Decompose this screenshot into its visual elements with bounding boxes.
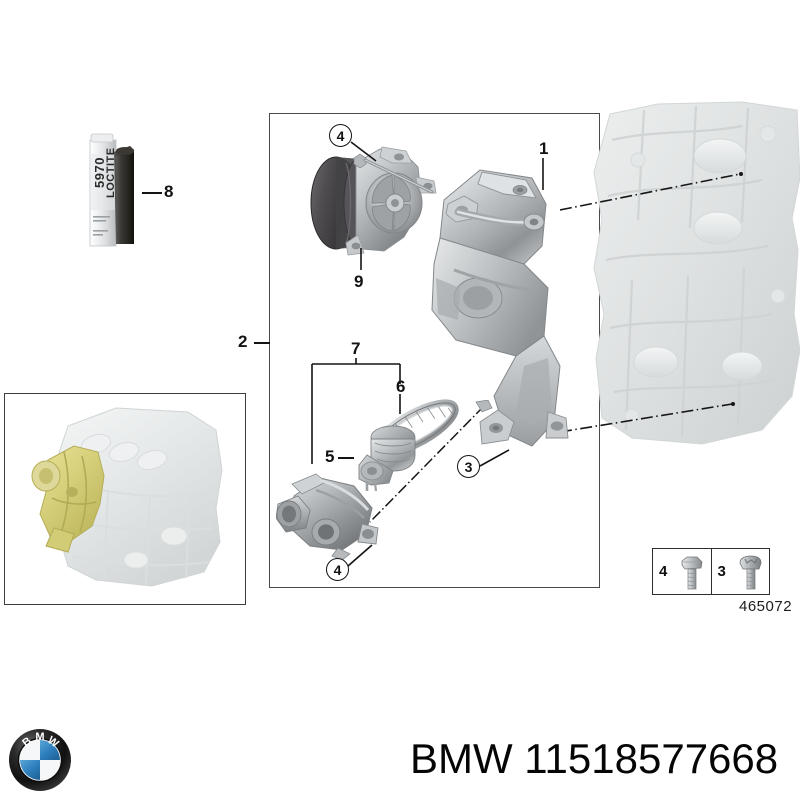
engine-thumbnail-frame [4,393,246,605]
footer-part-caption: BMW 11518577668 [410,735,779,782]
legend-number-3: 3 [717,563,726,580]
callout-2: 2 [238,332,248,351]
callout-4-bottom: 4 [326,558,349,581]
legend-cell-3: 3 [710,549,770,594]
leader-line-8 [142,192,162,194]
leader-line-4-bottom [347,544,373,567]
callout-9: 9 [354,272,364,291]
engine-block-ghost [593,101,800,445]
leader-lines-to-engine [560,172,743,433]
bracket-7 [311,358,401,464]
leader-line-1 [542,158,544,190]
callout-6: 6 [396,377,406,396]
leader-line-9 [360,248,362,270]
hex-bolt-icon [681,556,703,590]
leader-line-6 [399,394,401,414]
diagram-number: 465072 [739,598,793,615]
callout-7: 7 [351,339,361,358]
callout-3: 3 [457,455,480,478]
leader-line-5 [338,457,354,459]
bolt-3-shaft-graphic [369,400,493,523]
callout-8: 8 [164,182,174,201]
callout-4-top: 4 [329,124,352,147]
pump-bolt-graphic [353,153,434,194]
svg-text:M: M [35,731,44,743]
callout-5: 5 [325,447,335,466]
callout-1: 1 [539,139,549,158]
bmw-logo: B M W [9,729,71,791]
legend-number-4: 4 [659,563,668,580]
legend-cell-4: 4 [653,549,711,594]
torx-bolt-icon [739,555,761,590]
engine-location-thumbnail [31,407,223,587]
leader-line-3 [479,449,510,467]
thermostat-housing-graphic [276,473,379,560]
thermostat-graphic [358,425,416,491]
leader-line-2 [254,342,270,344]
water-pump-pulley-graphic [310,146,437,256]
coolant-pump-housing-graphic [431,169,569,447]
loctite-product-text: 5970 [92,157,107,188]
leader-line-4-top [350,141,377,162]
bolt-legend-box: 4 3 [652,548,770,595]
sealant-cartridge-graphic [89,133,134,247]
